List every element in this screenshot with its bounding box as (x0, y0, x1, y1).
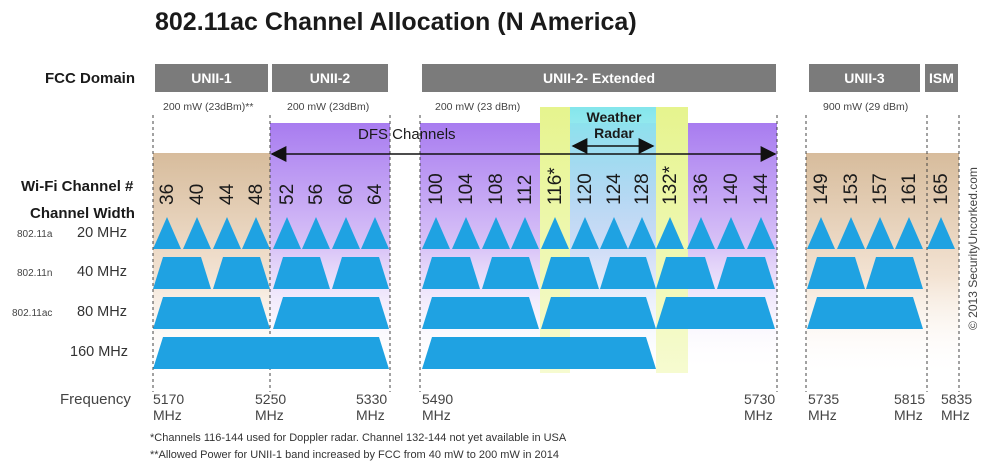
channel-40mhz-shape (332, 257, 389, 289)
channel-20mhz-shape (628, 217, 656, 249)
channel-20mhz-shape (422, 217, 450, 249)
channel-20mhz-shape (361, 217, 389, 249)
footnote-doppler: *Channels 116-144 used for Doppler radar… (150, 432, 567, 444)
channel-80mhz-shape (273, 297, 389, 329)
channel-80mhz-shape (656, 297, 775, 329)
power-unii1: 200 mW (23dBm)** (163, 101, 254, 113)
channel-width-label: Channel Width (30, 205, 135, 222)
channel-40mhz-shape (422, 257, 480, 289)
channel-20mhz-shape (482, 217, 510, 249)
fcc-domain-label: FCC Domain (45, 70, 135, 87)
channel-80mhz-shape (807, 297, 923, 329)
width-80mhz: 80 MHz (77, 304, 127, 320)
width-160mhz: 160 MHz (70, 344, 129, 360)
channel-40mhz-shape (656, 257, 715, 289)
power-unii2-extended: 200 mW (23 dBm) (435, 101, 521, 113)
domain-unii1: UNII-1 (155, 64, 268, 92)
channel-20mhz-shape (747, 217, 775, 249)
frequency-label: Frequency (60, 391, 131, 408)
channel-20mhz-shape (837, 217, 865, 249)
channel-20mhz-shape (895, 217, 923, 249)
channel-20mhz-shape (541, 217, 569, 249)
channel-40mhz-shape (213, 257, 270, 289)
channel-80mhz-shape (541, 297, 656, 329)
domain-unii3: UNII-3 (809, 64, 920, 92)
channel-20mhz-shape (452, 217, 480, 249)
channel-20mhz-shape (153, 217, 181, 249)
channel-40mhz-shape (866, 257, 923, 289)
channel-40mhz-shape (717, 257, 775, 289)
channel-20mhz-shape (717, 217, 745, 249)
dfs-channels-label: DFS Channels (358, 126, 456, 143)
channel-40mhz-shape (273, 257, 330, 289)
channel-20mhz-shape (866, 217, 894, 249)
channel-20mhz-shape (807, 217, 835, 249)
channel-20mhz-shape (213, 217, 241, 249)
channel-20mhz-shape (656, 217, 684, 249)
channel-20mhz-shape (302, 217, 330, 249)
channel-40mhz-shape (153, 257, 211, 289)
wifi-channel-label: Wi-Fi Channel # (21, 178, 134, 195)
channel-40mhz-shape (541, 257, 599, 289)
weather-radar-label: Weather Radar (586, 109, 642, 141)
width-20mhz: 20 MHz (77, 225, 127, 241)
channel-40mhz-shape (482, 257, 539, 289)
channel-80mhz-shape (153, 297, 270, 329)
channel-20mhz-shape (183, 217, 211, 249)
domain-unii2-extended: UNII-2- Extended (422, 64, 776, 92)
channel-40mhz-shape (600, 257, 656, 289)
channel-160mhz-shape (153, 337, 389, 369)
channel-20mhz-shape (571, 217, 599, 249)
channel-20mhz-shape (927, 217, 955, 249)
channel-20mhz-shape (687, 217, 715, 249)
power-unii2: 200 mW (23dBm) (287, 101, 370, 113)
copyright-notice: © 2013 SecurityUncorked.com (966, 167, 980, 330)
channel-40mhz-shape (807, 257, 865, 289)
standard-80211n: 802.11n (17, 268, 53, 279)
standard-80211a: 802.11a (17, 229, 53, 240)
channel-20mhz-shape (600, 217, 628, 249)
channel-20mhz-shape (273, 217, 301, 249)
standard-80211ac: 802.11ac (12, 308, 53, 319)
channel-160mhz-shape (422, 337, 656, 369)
channel-20mhz-shape (242, 217, 270, 249)
channel-20mhz-shape (332, 217, 360, 249)
page-title: 802.11ac Channel Allocation (N America) (155, 8, 637, 36)
width-40mhz: 40 MHz (77, 264, 127, 280)
domain-unii2: UNII-2 (272, 64, 388, 92)
power-unii3: 900 mW (29 dBm) (823, 101, 909, 113)
channel-20mhz-shape (511, 217, 539, 249)
domain-ism: ISM (925, 64, 958, 92)
channel-80mhz-shape (422, 297, 539, 329)
footnote-power: **Allowed Power for UNII-1 band increase… (150, 449, 559, 461)
